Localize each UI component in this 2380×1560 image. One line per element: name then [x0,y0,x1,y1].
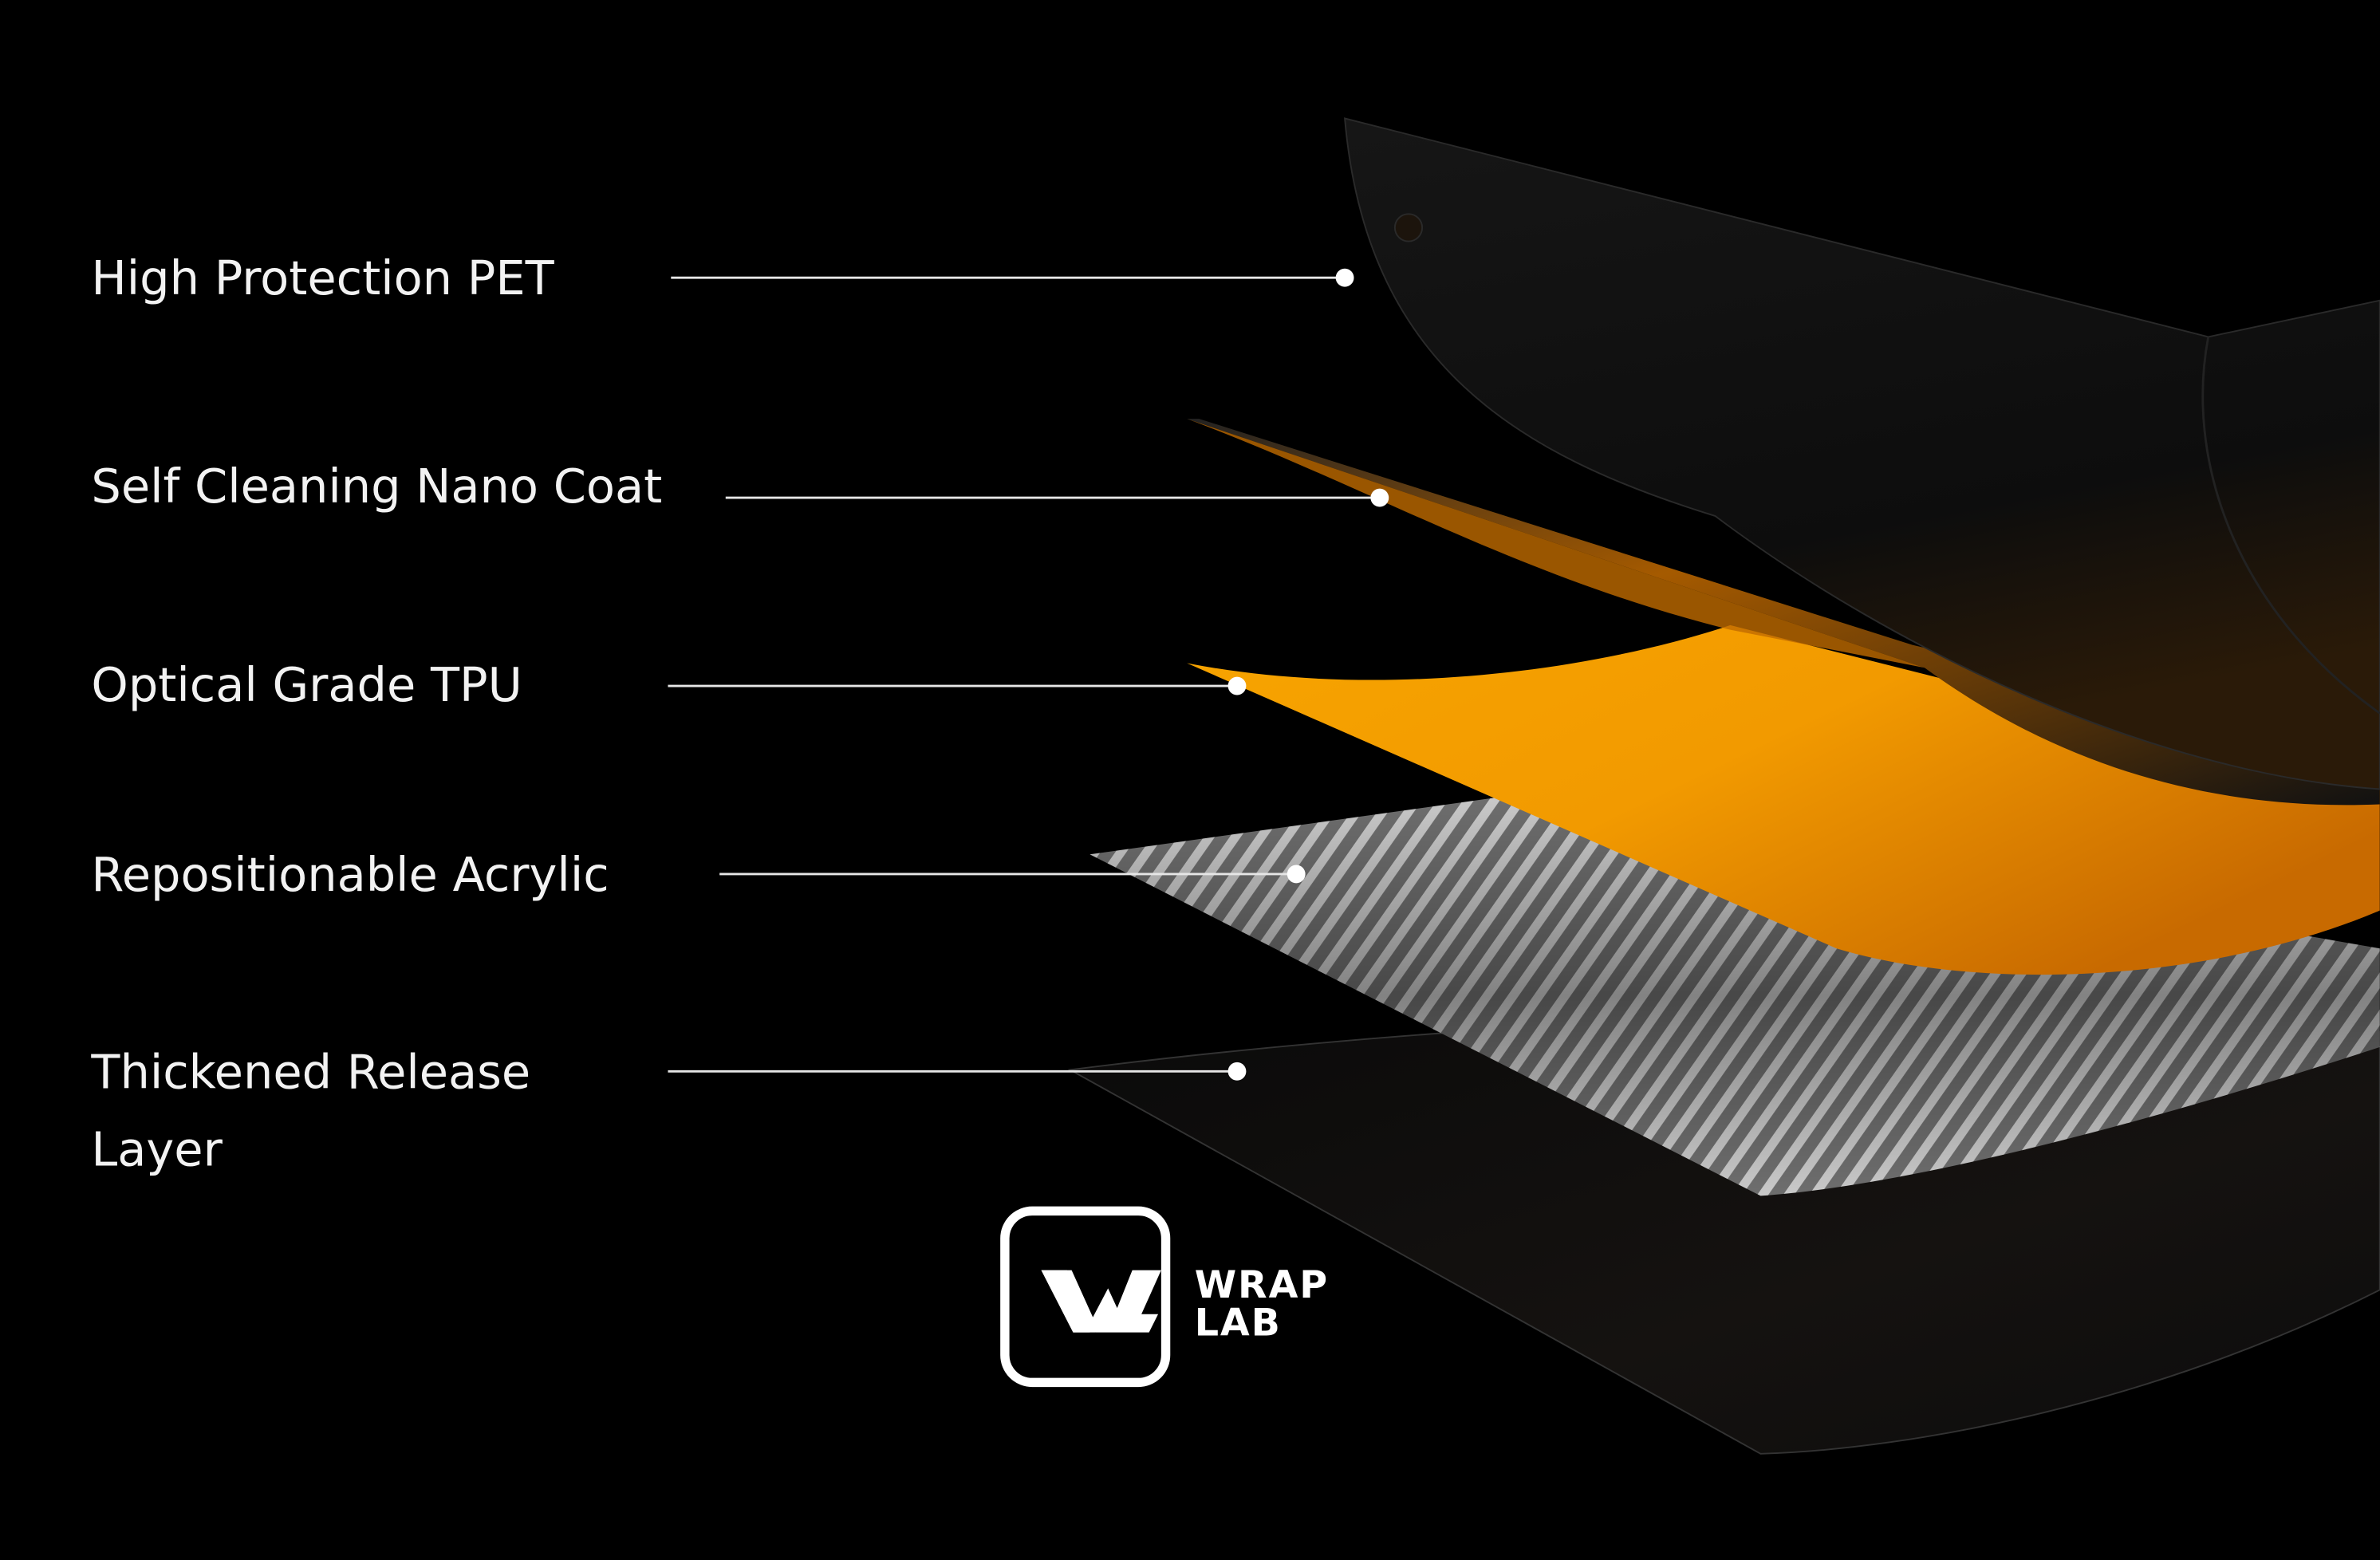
logo-text-wrap: WRAP [1195,1263,1329,1307]
marker-dot-acrylic [1287,865,1306,884]
label-pet: High Protection PET [91,250,554,305]
label-release-line2: Layer [91,1121,223,1176]
wrap-lab-logo: WRAP LAB [1000,1206,1329,1388]
marker-dot-pet [1335,268,1354,287]
label-release-line1: Thickened Release [90,1044,530,1099]
logo-text-lab: LAB [1195,1301,1282,1345]
pet-layer-sheet [1344,117,2380,790]
marker-dot-release [1227,1062,1247,1081]
label-acrylic: Repositionable Acrylic [91,847,609,902]
label-nano-coat: Self Cleaning Nano Coat [91,459,662,514]
marker-dot-nano [1370,488,1389,507]
label-tpu: Optical Grade TPU [91,657,522,712]
marker-dot-tpu [1227,676,1247,695]
tpu-layer-sheet [1187,624,2380,975]
